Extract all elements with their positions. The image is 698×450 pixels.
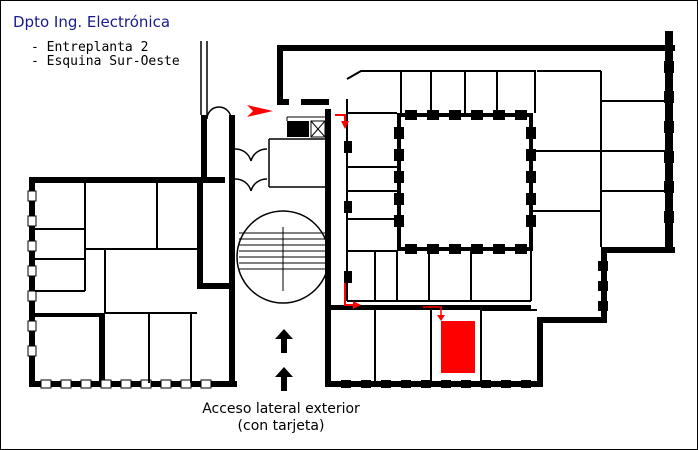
route-arrow-room xyxy=(423,306,442,317)
windows-right xyxy=(341,61,674,388)
stair-core xyxy=(234,138,330,304)
location-line-floor: - Entreplanta 2 xyxy=(31,40,149,55)
route-arrow-entrance xyxy=(247,105,273,117)
location-line-corner: - Esquina Sur-Oeste xyxy=(31,54,180,69)
courtyard-walls xyxy=(397,113,533,251)
interior-walls-right xyxy=(346,70,665,381)
left-entrance xyxy=(200,41,232,120)
stairs xyxy=(239,227,329,291)
access-note: Acceso lateral exterior (con tarjeta) xyxy=(171,401,391,435)
route-arrow-turn xyxy=(344,283,355,306)
courtyard-windows xyxy=(394,110,536,254)
access-line-1: Acceso lateral exterior xyxy=(202,401,360,417)
highlighted-room xyxy=(441,321,475,373)
access-arrow-upper xyxy=(275,329,293,353)
access-arrows xyxy=(275,329,293,391)
location-info: - Entreplanta 2 - Esquina Sur-Oeste xyxy=(31,41,180,69)
map-title: Dpto Ing. Electrónica xyxy=(13,13,171,31)
route-arrows xyxy=(247,105,445,321)
interior-walls-left xyxy=(35,183,201,383)
access-line-2: (con tarjeta) xyxy=(237,418,325,434)
windows-left-wing xyxy=(27,190,212,389)
access-arrow-lower xyxy=(275,367,293,391)
elevator xyxy=(286,116,326,138)
